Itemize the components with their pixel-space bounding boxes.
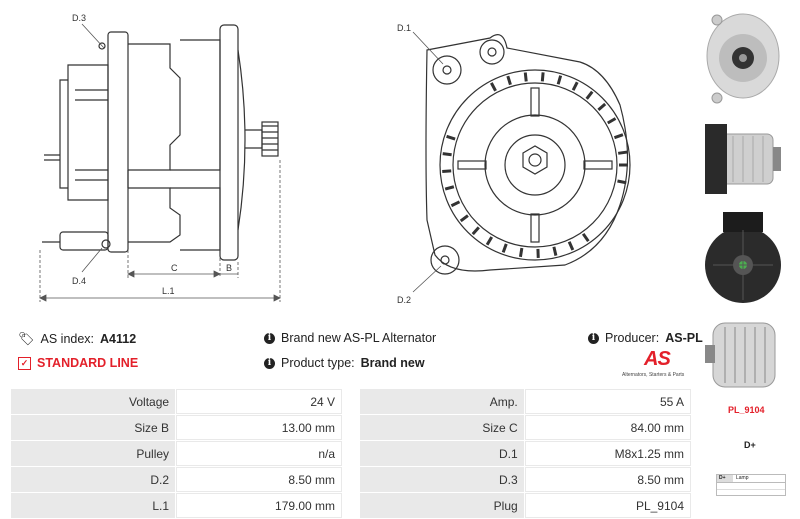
front-view-drawing xyxy=(412,31,631,293)
vent-slot xyxy=(581,232,590,243)
vent-slot xyxy=(556,75,563,85)
vent-slot xyxy=(459,214,469,223)
column-gap xyxy=(343,389,359,414)
vent-slot xyxy=(597,102,607,112)
info-icon: i xyxy=(588,332,599,344)
vent-slot xyxy=(506,75,512,86)
product-type: i Product type: Brand new xyxy=(264,356,425,370)
spec-value: 24 V xyxy=(176,389,343,414)
standard-line-label: STANDARD LINE xyxy=(37,356,139,370)
column-gap xyxy=(343,441,359,466)
vent-slot xyxy=(617,179,627,185)
brand-logo-tagline: Alternators, Starters & Parts xyxy=(622,372,685,378)
vent-slot xyxy=(585,90,594,100)
vent-slot xyxy=(501,243,508,253)
spec-value: M8x1.25 mm xyxy=(524,441,691,466)
product-type-value: Brand new xyxy=(360,356,425,370)
brand-logo-mark: AS xyxy=(644,348,671,370)
vent-slot xyxy=(485,236,494,246)
spec-value: 8.50 mm xyxy=(176,467,343,492)
spec-value: 8.50 mm xyxy=(524,467,691,492)
vent-slot xyxy=(444,185,455,191)
spec-label: D.3 xyxy=(359,467,524,492)
spec-value: 55 A xyxy=(524,389,691,414)
spec-value: n/a xyxy=(176,441,343,466)
spec-value: 13.00 mm xyxy=(176,415,343,440)
info-icon: i xyxy=(264,332,275,344)
producer-label: Producer: xyxy=(605,331,660,345)
column-gap xyxy=(343,415,359,440)
plug-pin-table: D+ Lamp xyxy=(716,474,786,496)
product-photo-rear[interactable] xyxy=(703,210,783,310)
brand-logo: AS Alternators, Starters & Parts xyxy=(622,348,694,380)
product-photo-angle[interactable] xyxy=(703,315,783,393)
description-text: Brand new AS-PL Alternator xyxy=(281,331,437,345)
product-photo-side[interactable] xyxy=(703,112,783,207)
vent-slot xyxy=(450,200,461,208)
product-type-label: Product type: xyxy=(281,356,355,370)
column-gap xyxy=(343,493,359,518)
spec-value: 179.00 mm xyxy=(176,493,343,518)
product-photo-front[interactable] xyxy=(703,6,783,108)
spec-label: D.2 xyxy=(11,467,176,492)
producer: i Producer: AS-PL xyxy=(588,331,703,345)
vent-slot xyxy=(552,246,558,256)
vent-slot xyxy=(606,117,617,125)
vent-slot xyxy=(518,247,524,258)
column-gap xyxy=(343,467,359,492)
spec-label: Amp. xyxy=(359,389,524,414)
plug-code[interactable]: PL_9104 xyxy=(728,405,765,415)
as-index-value: A4112 xyxy=(100,332,137,346)
label-d1: D.1 xyxy=(397,23,412,33)
vent-slot xyxy=(442,152,452,157)
side-view-drawing xyxy=(39,23,281,302)
pin-label: D+ xyxy=(717,475,733,482)
terminal-label: D+ xyxy=(744,440,756,450)
producer-value: AS-PL xyxy=(665,331,703,345)
spec-label: Plug xyxy=(359,493,524,518)
spec-label: Size B xyxy=(11,415,176,440)
spec-value: 84.00 mm xyxy=(524,415,691,440)
tag-icon: 🏷︎ xyxy=(18,331,35,346)
vent-slot xyxy=(442,169,452,173)
label-d4: D.4 xyxy=(72,276,87,286)
vent-slot xyxy=(613,133,624,140)
as-index-label: AS index: xyxy=(40,332,95,346)
label-d2: D.2 xyxy=(397,295,412,305)
vent-slot xyxy=(567,241,575,251)
label-d3: D.3 xyxy=(72,13,87,23)
label-c: C xyxy=(171,263,178,273)
vent-slot xyxy=(446,134,456,141)
description: i Brand new AS-PL Alternator xyxy=(264,331,436,345)
vent-slot xyxy=(617,150,628,155)
vent-slot xyxy=(471,226,480,236)
vent-slot xyxy=(523,72,528,82)
spec-label: L.1 xyxy=(11,493,176,518)
spec-label: D.1 xyxy=(359,441,524,466)
label-l1: L.1 xyxy=(162,286,175,296)
standard-line: ✓ STANDARD LINE xyxy=(18,356,138,370)
vent-slot xyxy=(571,81,579,91)
vent-slot xyxy=(540,72,545,82)
as-index: 🏷︎ AS index: A4112 xyxy=(18,331,136,347)
info-icon: i xyxy=(264,357,275,369)
spec-label: Size C xyxy=(359,415,524,440)
pin-desc: Lamp xyxy=(736,475,749,481)
checkbox-icon: ✓ xyxy=(18,356,31,370)
spec-label: Voltage xyxy=(11,389,176,414)
vent-slot xyxy=(490,82,497,92)
spec-label: Pulley xyxy=(11,441,176,466)
label-b: B xyxy=(226,263,233,273)
spec-value: PL_9104 xyxy=(524,493,691,518)
